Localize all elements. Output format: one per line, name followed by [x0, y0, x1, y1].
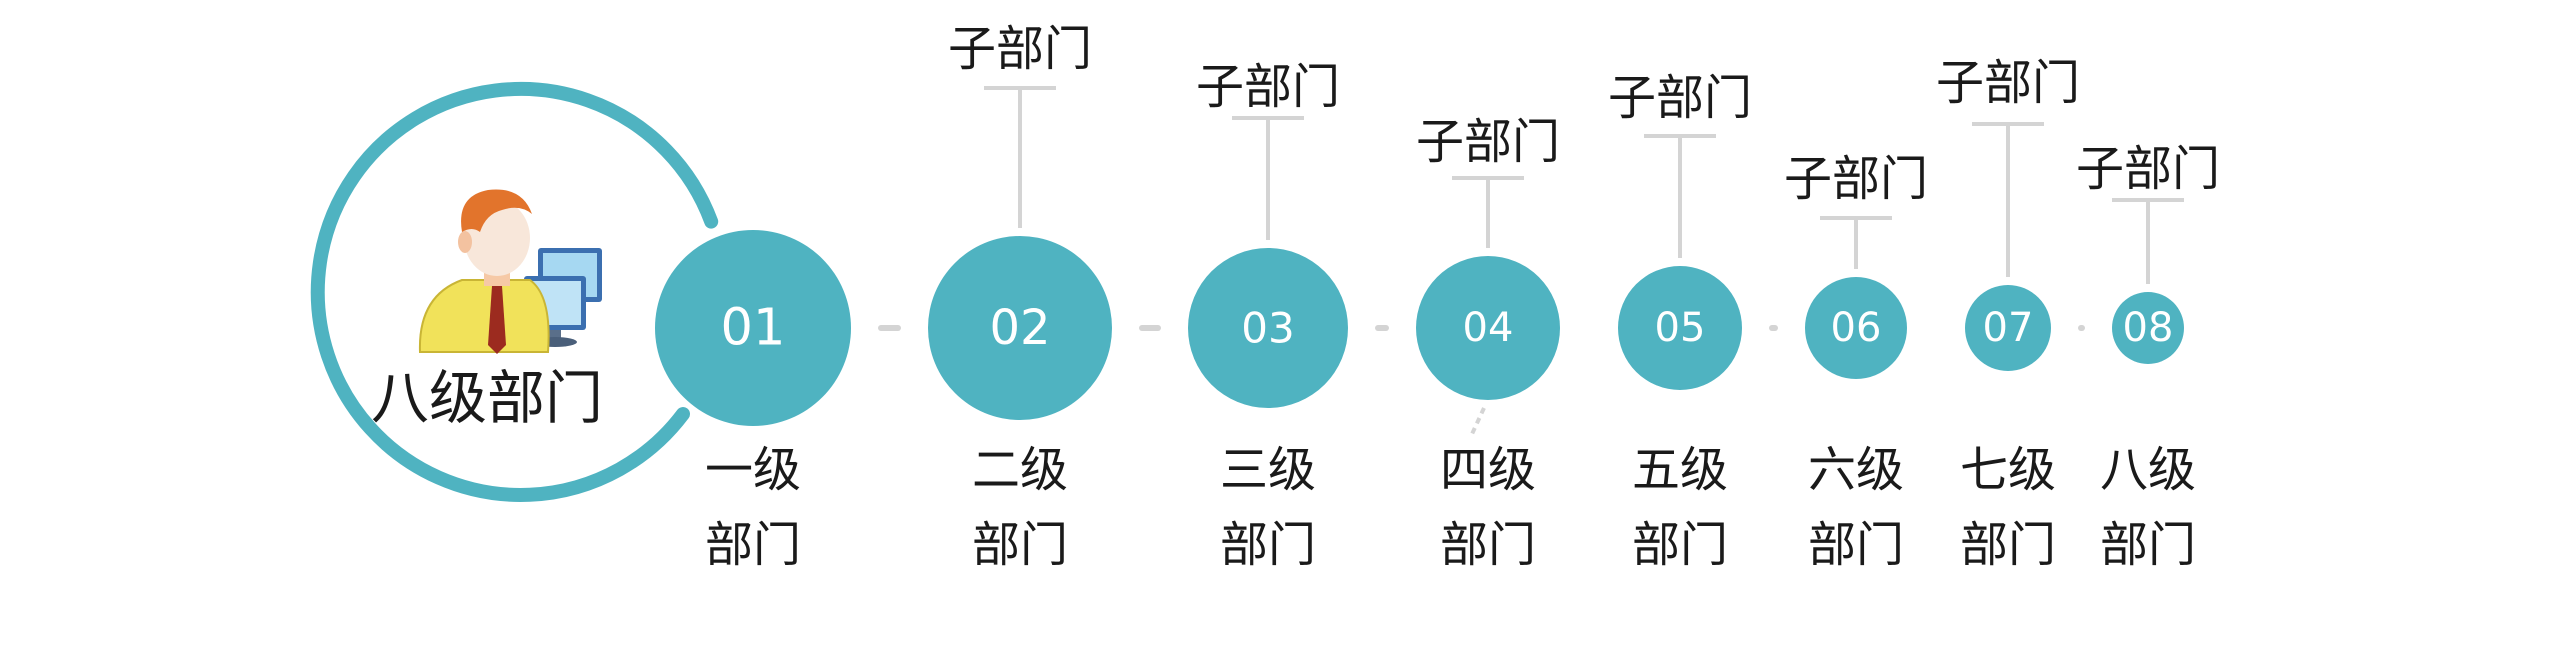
sub-dept-label: 子部门	[1196, 59, 1340, 115]
main-ring	[310, 81, 719, 502]
dashed-tick	[1470, 407, 1486, 435]
sub-dept-label: 子部门	[1608, 70, 1752, 126]
level-circle	[1188, 248, 1348, 408]
level-label: 七级	[1960, 442, 2056, 498]
level-label: 六级	[1808, 442, 1904, 498]
level-label: 五级	[1632, 442, 1728, 498]
level-circle	[1416, 256, 1560, 400]
level-circle	[2112, 292, 2184, 364]
level-number: 08	[2123, 305, 2174, 351]
level-label: 四级	[1440, 442, 1536, 498]
level-number: 04	[1463, 305, 1514, 351]
dept-label: 部门	[1632, 517, 1728, 573]
sub-dept-label: 子部门	[1784, 151, 1928, 207]
dept-label: 部门	[972, 517, 1068, 573]
dept-label: 部门	[1440, 517, 1536, 573]
dept-label: 部门	[705, 517, 801, 573]
dept-label: 部门	[2100, 517, 2196, 573]
level-node-08: 子部门 08 八级部门	[2076, 141, 2220, 573]
person-at-computer-icon	[418, 189, 602, 354]
level-number: 07	[1983, 305, 2034, 351]
sub-dept-label: 子部门	[1936, 55, 2080, 111]
level-number: 02	[989, 300, 1050, 356]
level-number: 01	[721, 299, 786, 358]
level-circle	[1965, 285, 2051, 371]
level-circle	[1805, 277, 1907, 379]
level-label: 二级	[972, 442, 1068, 498]
level-label: 八级	[2100, 442, 2196, 498]
sub-dept-label: 子部门	[1416, 114, 1560, 170]
sub-dept-label: 子部门	[948, 21, 1092, 77]
level-number: 06	[1831, 305, 1882, 351]
dept-label: 部门	[1808, 517, 1904, 573]
level-number: 03	[1241, 304, 1294, 353]
level-label: 一级	[705, 442, 801, 498]
level-circle	[655, 230, 851, 426]
sub-dept-label: 子部门	[2076, 141, 2220, 197]
dept-label: 部门	[1960, 517, 2056, 573]
level-number: 05	[1655, 305, 1706, 351]
level-circle	[928, 236, 1112, 420]
dept-label: 部门	[1220, 517, 1316, 573]
main-label: 八级部门	[371, 364, 603, 432]
level-label: 三级	[1220, 442, 1316, 498]
level-circle	[1618, 266, 1742, 390]
